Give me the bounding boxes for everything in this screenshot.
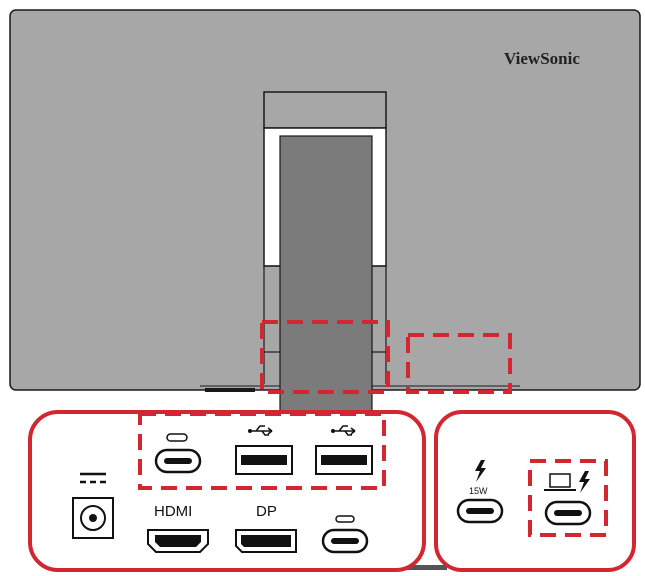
displayport-port [235, 529, 297, 553]
port-area-highlight-right [406, 333, 512, 394]
dp-label: DP [256, 503, 277, 520]
hdmi-label: HDMI [154, 503, 192, 520]
usb-a-port-1 [235, 445, 293, 475]
usb-c-power-port [456, 498, 504, 524]
hdmi-port [147, 529, 209, 553]
lightning-icon [579, 471, 590, 493]
port-area-highlight-left [260, 320, 390, 394]
usb-c-port-top [154, 448, 202, 474]
usb-icon [248, 425, 273, 436]
monitor-stand [263, 91, 447, 570]
usb-c-laptop-highlight [528, 459, 608, 537]
usb-c-icon [335, 515, 355, 523]
port-callout-left: HDMI DP [28, 410, 426, 572]
dc-power-jack [72, 497, 114, 539]
laptop-icon [544, 473, 576, 491]
dc-power-icon [80, 472, 106, 484]
usb-c-power-label: 15W [469, 486, 488, 496]
usb-c-icon [166, 433, 188, 442]
usb-ports-highlight [138, 412, 386, 490]
usb-a-port-2 [315, 445, 373, 475]
usb-icon [331, 425, 356, 436]
port-callout-right: 15W [434, 410, 636, 572]
usb-c-port-bottom [321, 528, 369, 554]
usb-c-laptop-port [544, 500, 592, 526]
lightning-icon [475, 460, 486, 482]
brand-logo: ViewSonic [504, 49, 580, 68]
